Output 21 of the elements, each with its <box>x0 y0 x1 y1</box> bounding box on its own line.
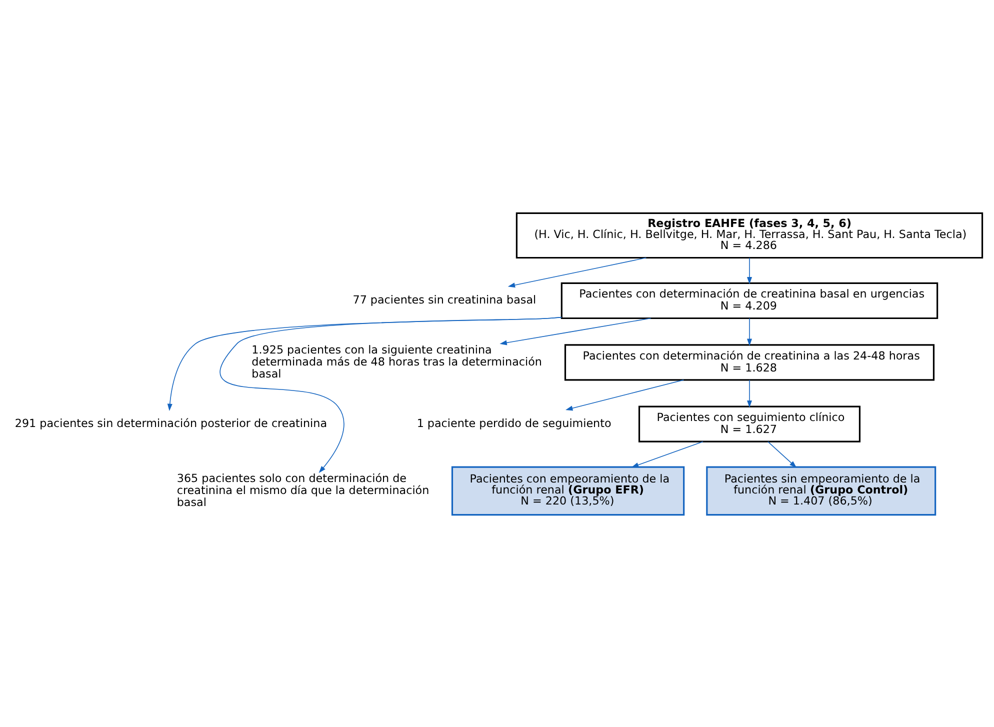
arrow <box>746 379 752 408</box>
node-box: Pacientes sin empeoramiento de la función renal (Grupo Control) N = 1.407 (86,5%) <box>706 466 936 516</box>
node-box: Pacientes con seguimiento clínico N = 1.627 <box>638 405 860 442</box>
arrow <box>220 316 562 473</box>
arrow <box>768 440 797 468</box>
node-text: 1 paciente perdido de seguimiento <box>416 416 612 430</box>
node-box: Pacientes con determinación de creatinina basal en urgencias N = 4.209 <box>560 282 938 319</box>
node-box: Pacientes con empeoramiento de la función renal (Grupo EFR) N = 220 (13,5%) <box>451 466 685 516</box>
node-text: 1.925 pacientes con la siguiente creatinina determinada más de 48 horas tras la determinación basal <box>252 342 542 380</box>
arrow <box>500 317 652 345</box>
node-box: Pacientes con determinación de creatinina a las 24-48 horas N = 1.628 <box>564 344 935 380</box>
arrow <box>746 317 752 346</box>
node-box: Registro EAHFE (fases 3, 4, 5, 6) (H. Vic, H. Clínic, H. Bellvitge, H. Mar, H. Terrassa, H. Sant Pau, H. Santa Tecla) N = 4.286 <box>516 212 984 258</box>
node-text: 365 pacientes solo con determinación de creatinina el mismo día que la determinación basal <box>176 471 430 508</box>
arrow <box>566 379 684 410</box>
node-text: 291 pacientes sin determinación posterior de creatinina <box>14 416 328 430</box>
node-text: 77 pacientes sin creatinina basal <box>352 293 536 306</box>
arrow <box>631 440 704 467</box>
arrow <box>746 256 752 284</box>
arrow <box>167 316 562 410</box>
arrow <box>508 256 647 288</box>
